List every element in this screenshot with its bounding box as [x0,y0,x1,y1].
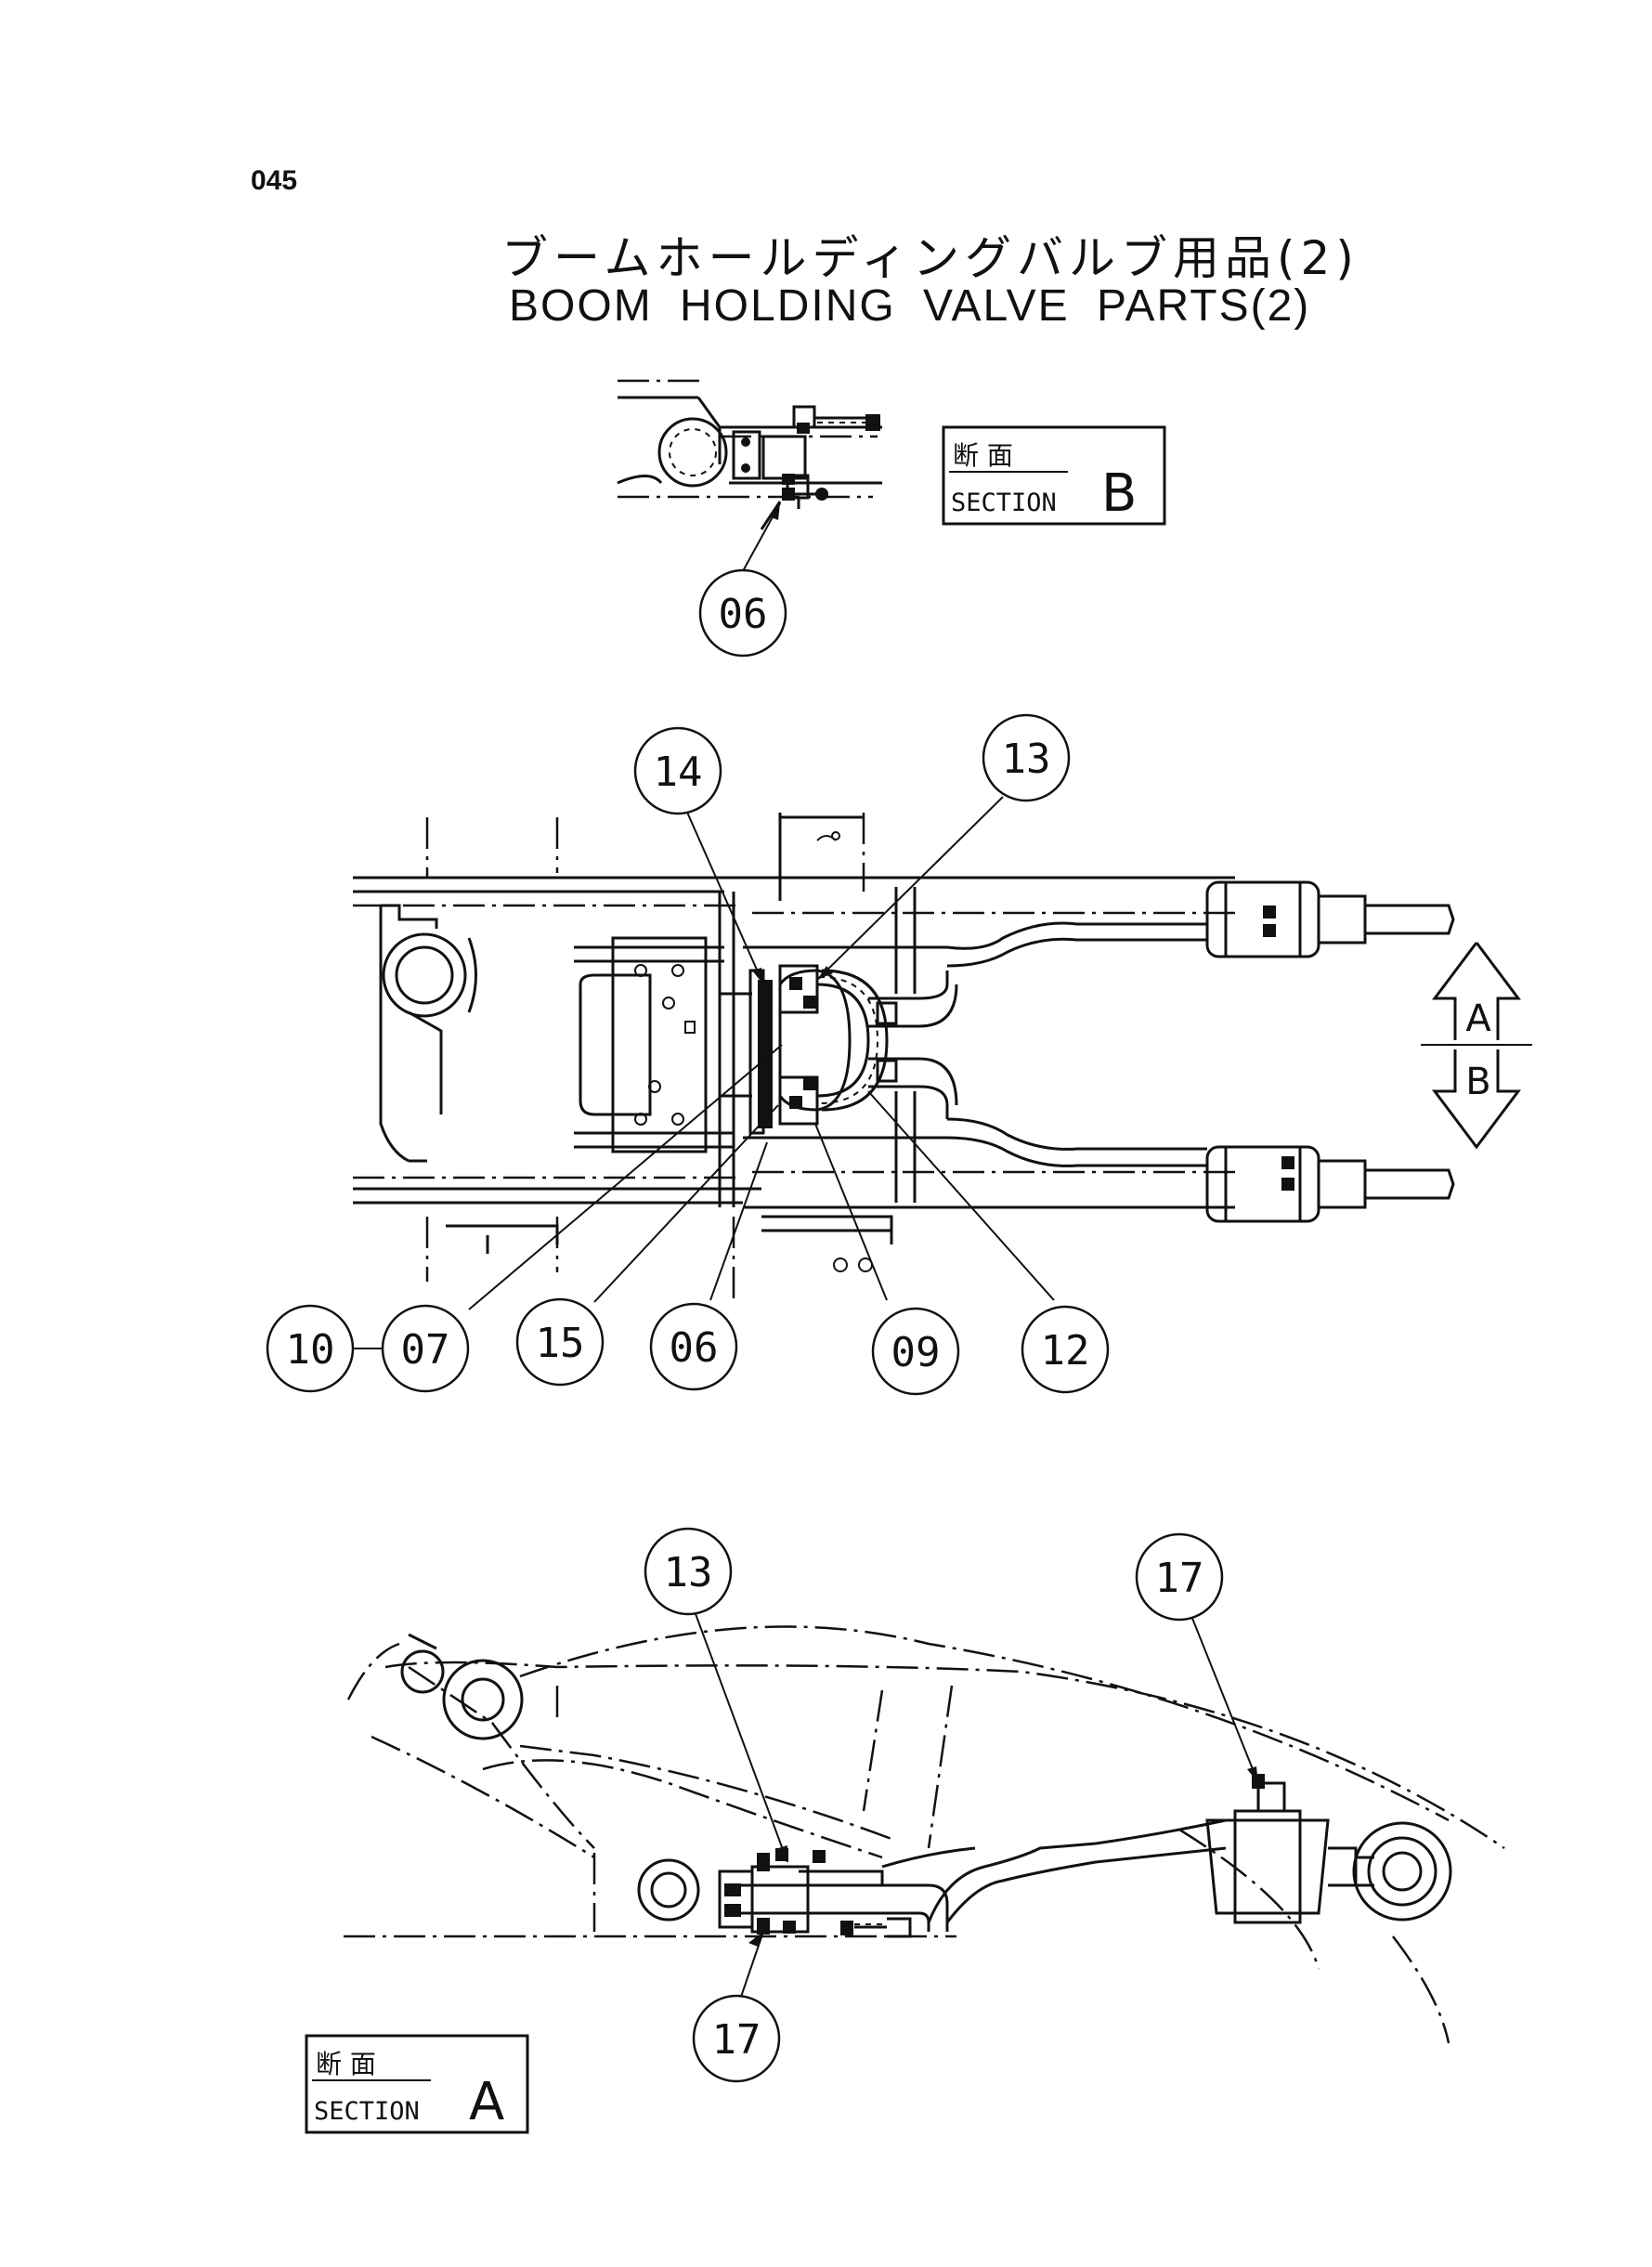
leader-12 [867,1090,1055,1301]
callout-13-middle: 13 [816,713,1071,981]
section-b-detail-drawing [617,379,882,530]
callout-label: 10 [286,1326,335,1374]
side-view-drawing [344,1625,1505,2044]
leader-07 [468,1044,783,1310]
callout-label: 07 [401,1326,450,1374]
section-a-en: SECTION [314,2097,420,2126]
callout-09: 09 [871,1307,960,1396]
callout-13-bottom: 13 [644,1527,788,1863]
callout-label: 09 [891,1329,941,1376]
callout-06-middle: 06 [649,1302,738,1391]
callout-label: 17 [1155,1555,1204,1602]
callout-label: 12 [1041,1327,1090,1375]
leader-15 [593,1104,779,1303]
callout-label: 13 [664,1549,713,1596]
page-title-japanese: ブームホールディングバルブ用品(2) [501,231,1359,285]
arrow-label-a: A [1465,997,1491,1040]
callout-label: 06 [719,591,768,638]
page-number: 045 [251,165,298,196]
callout-17-right: 17 [1135,1532,1259,1784]
callout-07: 07 [381,1304,470,1393]
callout-label: 15 [536,1320,585,1367]
callout-14: 14 [633,726,764,985]
callout-15: 15 [515,1297,605,1387]
section-b-en: SECTION [951,489,1057,517]
section-b-letter: B [1101,463,1137,524]
arrow-label-b: B [1465,1061,1490,1103]
callout-label: 06 [670,1324,719,1372]
leader-06 [709,1141,768,1301]
callout-label: 17 [712,2016,761,2064]
section-a-label: 断 面 SECTION A [305,2034,529,2134]
section-a-letter: A [469,2072,504,2132]
callout-06-top: 06 [698,502,787,658]
section-a-jp: 断 面 [316,2049,376,2079]
callout-12: 12 [1021,1305,1110,1394]
section-b-jp: 断 面 [953,440,1013,471]
page-title-english: BOOM HOLDING VALVE PARTS(2) [509,281,1311,331]
callout-label: 13 [1002,736,1051,783]
callout-label: 14 [654,749,703,796]
direction-arrow: A B [1421,942,1532,1150]
section-b-label: 断 面 SECTION B [942,425,1166,526]
callout-10: 10 [266,1304,355,1393]
callout-17-bottom: 17 [692,1931,781,2083]
leader-09 [814,1123,888,1301]
plan-view-drawing [353,813,1455,1300]
